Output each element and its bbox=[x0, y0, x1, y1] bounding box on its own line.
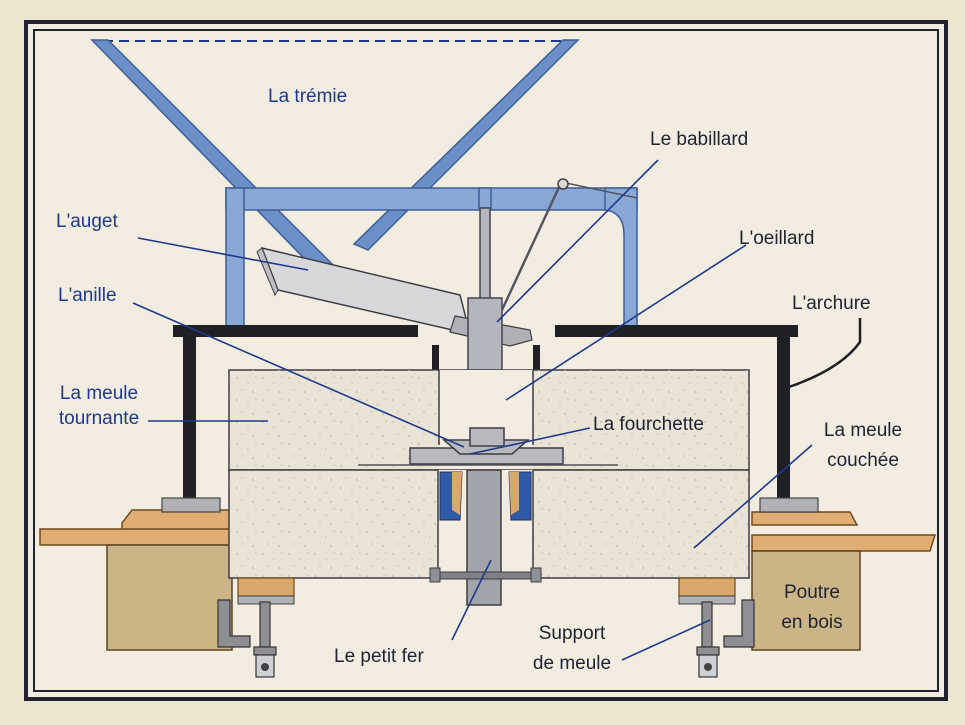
label-meule-couchee-line2: couchée bbox=[827, 450, 899, 471]
label-petit-fer: Le petit fer bbox=[334, 646, 424, 667]
rynd-fork bbox=[409, 427, 564, 465]
label-oeillard: L'oeillard bbox=[739, 228, 815, 249]
babillard-arm bbox=[500, 178, 638, 311]
wood-platform bbox=[39, 497, 937, 552]
label-auget: L'auget bbox=[56, 211, 118, 232]
label-meule-tournante-line2: tournante bbox=[58, 408, 140, 429]
petit-fer-shaft bbox=[429, 469, 542, 606]
label-tremie: La trémie bbox=[268, 86, 348, 107]
leader-archure bbox=[785, 318, 862, 390]
leader-anille bbox=[132, 302, 465, 448]
label-poutre-line1: Poutre bbox=[784, 582, 840, 603]
upper-frame bbox=[225, 187, 638, 331]
leader-fourchette bbox=[469, 427, 591, 455]
label-support-line1: Support bbox=[538, 623, 606, 644]
leader-auget bbox=[137, 237, 309, 271]
leader-oeillard bbox=[505, 244, 747, 401]
label-poutre-line2: en bois bbox=[781, 612, 843, 633]
label-archure: L'archure bbox=[792, 293, 871, 314]
inner-frame bbox=[33, 29, 939, 692]
label-meule-couchee-line1: La meule bbox=[823, 420, 903, 441]
leader-meule-couchee bbox=[693, 444, 813, 549]
label-fourchette: La fourchette bbox=[593, 414, 704, 435]
leader-petit-fer bbox=[451, 559, 492, 641]
stone-supports bbox=[217, 577, 755, 678]
leader-babillard bbox=[496, 159, 659, 323]
label-babillard: Le babillard bbox=[650, 129, 749, 150]
leader-support bbox=[621, 619, 711, 661]
label-anille: L'anille bbox=[58, 285, 117, 306]
label-support-line2: de meule bbox=[532, 653, 612, 674]
leader-lines bbox=[132, 159, 813, 661]
label-meule-tournante-line1: La meule bbox=[59, 383, 139, 404]
wood-beams bbox=[106, 544, 861, 651]
